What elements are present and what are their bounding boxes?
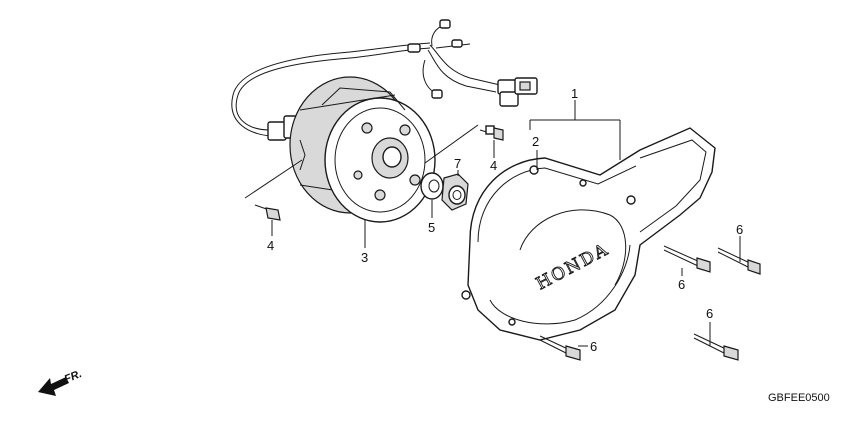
washer-5 — [420, 172, 444, 200]
callout-4-upper: 4 — [490, 158, 497, 173]
left-crankcase-cover: HONDA — [461, 127, 716, 341]
callout-5: 5 — [428, 220, 435, 235]
leader-lines — [244, 100, 741, 347]
bolt-4-upper — [479, 125, 504, 141]
callout-3: 3 — [361, 250, 368, 265]
bolt-6-right-upper — [717, 247, 761, 275]
front-direction-indicator: FR. — [38, 368, 84, 396]
callout-6-bottom: 6 — [590, 339, 597, 354]
bolt-6-right-mid — [663, 245, 711, 273]
nut-7 — [441, 173, 469, 211]
front-arrow-icon — [38, 377, 69, 396]
bolt-6-right-lower — [693, 333, 739, 361]
flywheel-stator — [289, 76, 436, 223]
callout-7: 7 — [454, 156, 461, 171]
callout-6-upper: 6 — [736, 222, 743, 237]
callout-2: 2 — [532, 134, 539, 149]
callout-6-mid: 6 — [678, 277, 685, 292]
diagram-code: GBFEE0500 — [768, 392, 830, 404]
front-label: FR. — [63, 368, 84, 386]
bolt-4-lower — [254, 204, 281, 221]
callout-4-lower: 4 — [267, 238, 274, 253]
callout-1: 1 — [571, 86, 578, 101]
wire-harness — [231, 19, 538, 141]
bolt-6-bottom — [539, 335, 581, 361]
callout-6-lower: 6 — [706, 306, 713, 321]
